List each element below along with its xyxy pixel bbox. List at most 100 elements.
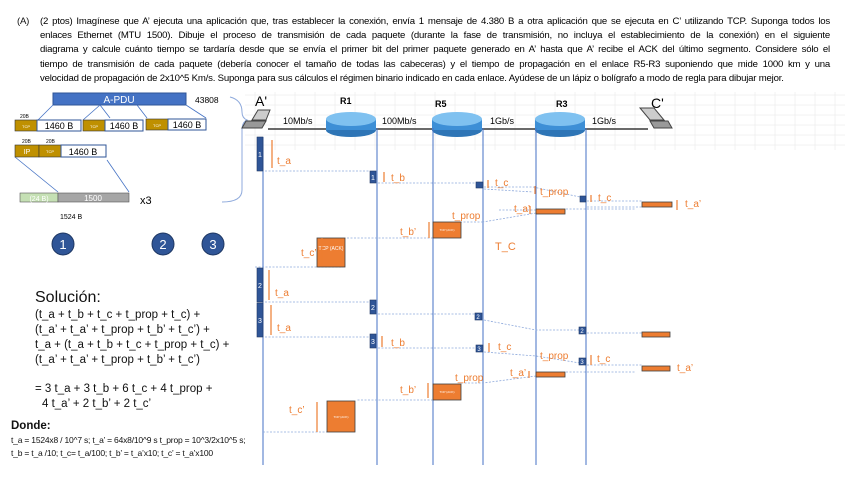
frame-total: 1524 B — [60, 214, 83, 221]
question-label: (A) — [17, 16, 30, 27]
result-line: = 3 t_a + 3 t_b + 6 t_c + 4 t_prop + — [35, 383, 213, 395]
svg-text:TCP: TCP — [22, 124, 30, 129]
node-r3: R3 — [556, 99, 568, 109]
ack-2-c — [641, 331, 671, 338]
svg-text:3: 3 — [209, 237, 216, 252]
svg-text:20B: 20B — [22, 139, 32, 145]
circle-1 — [51, 232, 75, 256]
frame-payload — [57, 192, 130, 203]
ack-1-r3 — [535, 208, 566, 215]
donde-line: t_a = 1524x8 / 10^7 s; t_a’ = 64x8/10^9 … — [11, 435, 246, 445]
timelines — [262, 128, 587, 465]
node-r1: R1 — [340, 96, 352, 106]
apdu-size: 43808 — [195, 95, 219, 105]
svg-text:t_c’: t_c’ — [289, 405, 305, 416]
packet-2-a — [256, 267, 264, 303]
svg-text:t_prop: t_prop — [455, 373, 484, 384]
packet-2-r5 — [474, 312, 483, 321]
result-line: 4 t_a’ + 2 t_b’ + 2 t_c’ — [42, 398, 152, 410]
circle-3 — [201, 232, 225, 256]
ack-1-a — [316, 237, 346, 268]
apdu-label: A-PDU — [103, 95, 134, 106]
svg-text:2: 2 — [371, 305, 375, 312]
ack-1-r5 — [432, 221, 462, 239]
arrows — [268, 140, 678, 432]
svg-text:t_prop: t_prop — [452, 211, 481, 222]
svg-text:TCP: TCP — [153, 123, 161, 128]
link-rate: 10Mb/s — [283, 116, 313, 126]
svg-text:t_a’: t_a’ — [514, 204, 530, 215]
svg-text:t_b: t_b — [391, 173, 405, 184]
total-time-label: T_C — [495, 241, 516, 253]
svg-text:3: 3 — [371, 339, 375, 346]
svg-text:t_c’: t_c’ — [301, 248, 317, 259]
formula-line: (t_a’ + t_a’ + t_prop + t_b’ + t_c’) — [35, 354, 200, 366]
link-rate: 1Gb/s — [592, 116, 617, 126]
timing: 1 1 2 3 2 3 2 2 3 3 TCP (ACK) TCP (ACK) … — [255, 136, 701, 433]
solution-title: Solución: — [35, 289, 101, 306]
brace — [221, 96, 249, 203]
svg-text:1: 1 — [371, 175, 375, 182]
svg-text:t_b: t_b — [391, 338, 405, 349]
formula-line: (t_a’ + t_a’ + t_prop + t_b’ + t_c’) + — [35, 324, 210, 336]
packet-1-a — [256, 136, 264, 172]
svg-text:2: 2 — [159, 237, 166, 252]
router-icon-r3 — [535, 112, 585, 137]
donde-line: t_b = t_a /10; t_c= t_a/100; t_b’ = t_a’… — [11, 448, 213, 458]
formula-line: (t_a + t_b + t_c + t_prop + t_c) + — [35, 309, 201, 321]
svg-text:TCP (ACK): TCP (ACK) — [440, 390, 455, 394]
packet-3-a — [256, 302, 264, 338]
router-icon-r1 — [326, 112, 376, 137]
svg-text:t_a’: t_a’ — [677, 363, 693, 374]
svg-text:t_c: t_c — [598, 193, 611, 204]
packet-3-r5 — [475, 344, 484, 353]
svg-text:1460 B: 1460 B — [45, 121, 74, 131]
segmentation: A-PDU 43808 20B TCP 1460 B TCP 1460 B TC… — [14, 92, 249, 256]
ack-1-c — [641, 201, 673, 208]
svg-text:t_b’: t_b’ — [400, 227, 416, 238]
svg-text:t_c: t_c — [597, 354, 610, 365]
svg-text:t_b’: t_b’ — [400, 385, 416, 396]
svg-text:t_a’: t_a’ — [685, 199, 701, 210]
payload — [104, 119, 144, 132]
svg-text:t_a: t_a — [275, 288, 289, 299]
svg-text:1: 1 — [258, 152, 262, 159]
svg-text:t_a: t_a — [277, 156, 291, 167]
svg-text:20B: 20B — [46, 139, 56, 145]
svg-text:t_a’: t_a’ — [510, 368, 526, 379]
packet-1-r3 — [579, 195, 587, 203]
svg-text:3: 3 — [580, 360, 584, 366]
svg-text:t_prop: t_prop — [540, 351, 569, 362]
packet-3-r3 — [578, 357, 587, 366]
packet-1-r5 — [475, 181, 484, 189]
svg-text:IP: IP — [24, 149, 31, 156]
ack-3-r5 — [432, 383, 462, 401]
formula-line: t_a + (t_a + t_b + t_c + t_prop + t_c) + — [35, 339, 230, 351]
node-c: C' — [651, 95, 664, 111]
question-line: velocidad de propagación de 2x10^5 Km/s.… — [40, 73, 784, 84]
svg-text:2: 2 — [476, 315, 480, 321]
multiplier: x3 — [140, 195, 152, 207]
svg-text:TCP (ACK): TCP (ACK) — [440, 228, 455, 232]
svg-text:1460 B: 1460 B — [173, 120, 202, 130]
ack-label: TCP (ACK) — [319, 246, 344, 252]
payload — [60, 144, 107, 158]
packet-3-r1 — [369, 333, 377, 349]
svg-text:TCP: TCP — [46, 149, 54, 154]
question-line: enlaces Ethernet (MTU 1500). Dibuje el p… — [40, 30, 830, 41]
svg-text:TCP (ACK): TCP (ACK) — [334, 415, 349, 419]
circle-2 — [151, 232, 175, 256]
node-r5: R5 — [435, 99, 447, 109]
ack-3-r3 — [535, 371, 566, 378]
svg-text:TCP: TCP — [90, 124, 98, 129]
node-a: A' — [255, 93, 267, 109]
donde-title: Donde: — [11, 420, 51, 432]
link-rate: 100Mb/s — [382, 116, 417, 126]
svg-text:t_c: t_c — [495, 178, 508, 189]
link-rate: 1Gb/s — [490, 116, 515, 126]
laptop-icon-c — [638, 107, 673, 129]
dotted-paths — [255, 170, 642, 433]
packet-1-r1 — [369, 170, 377, 184]
packet-2-r1 — [369, 299, 377, 315]
